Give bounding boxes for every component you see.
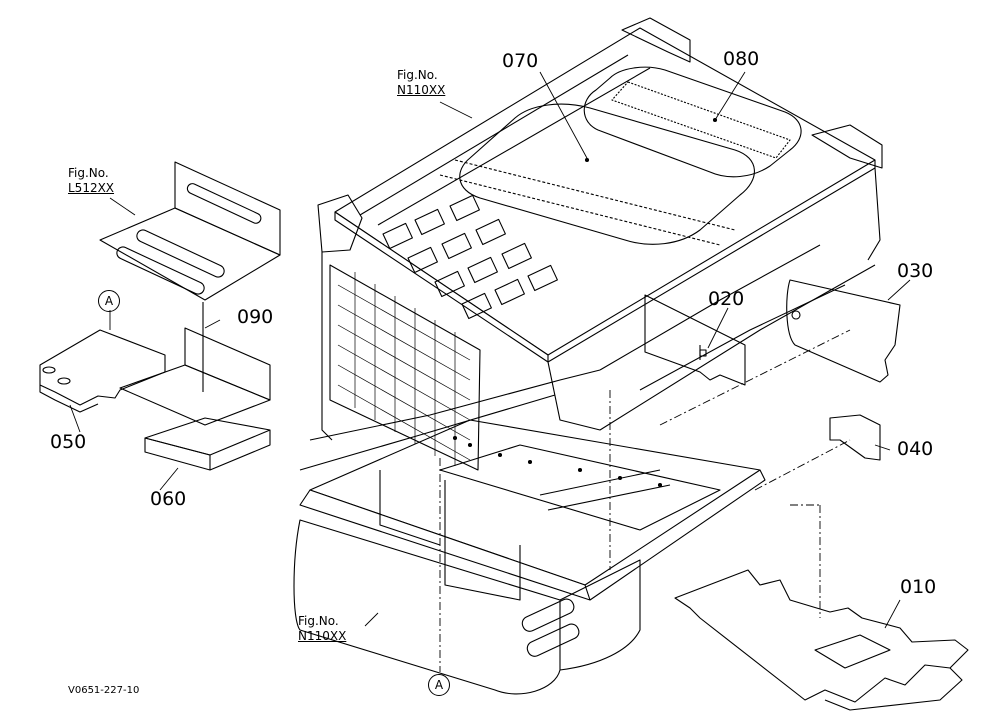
panel-l512xx — [99, 161, 281, 301]
part-label-040: 040 — [897, 438, 934, 460]
figure-ref-top-line2: N110XX — [397, 83, 446, 97]
figure-ref-top-line1: Fig.No. — [397, 68, 438, 82]
drawing-code: V0651-227-10 — [68, 685, 140, 696]
roof-assembly — [317, 17, 883, 363]
lower-frame — [299, 419, 766, 601]
part-label-080: 080 — [723, 48, 760, 70]
figure-ref-top: Fig.No. N110XX — [397, 68, 445, 98]
part-label-060: 060 — [150, 488, 187, 510]
figure-ref-bottom-line1: Fig.No. — [298, 614, 339, 628]
mat-050 — [39, 329, 166, 413]
figure-ref-left-line1: Fig.No. — [68, 166, 109, 180]
figure-ref-bottom-line2: N110XX — [298, 629, 347, 643]
figure-ref-left: Fig.No. L512XX — [68, 166, 114, 196]
lower-housing — [293, 519, 641, 695]
part-label-030: 030 — [897, 260, 934, 282]
panel-020 — [644, 294, 746, 386]
block-060 — [144, 417, 271, 471]
panel-030 — [786, 279, 901, 383]
cab-right-frame — [547, 167, 881, 431]
leader-lines — [69, 71, 911, 672]
cab-front-mesh — [299, 252, 601, 471]
part-label-070: 070 — [502, 50, 539, 72]
part-label-010: 010 — [900, 576, 937, 598]
figure-ref-left-line2: L512XX — [68, 181, 115, 195]
connector-a-bottom: A — [428, 674, 450, 696]
part-label-050: 050 — [50, 431, 87, 453]
roof-panel-080 — [583, 66, 802, 178]
part-label-090: 090 — [237, 306, 274, 328]
bracket-040 — [829, 414, 881, 461]
roof-vent-grille — [382, 194, 558, 320]
figure-ref-bottom: Fig.No. N110XX — [298, 614, 346, 644]
connector-a-left: A — [98, 290, 120, 312]
floor-mat-010 — [674, 569, 969, 711]
part-label-020: 020 — [708, 288, 745, 310]
